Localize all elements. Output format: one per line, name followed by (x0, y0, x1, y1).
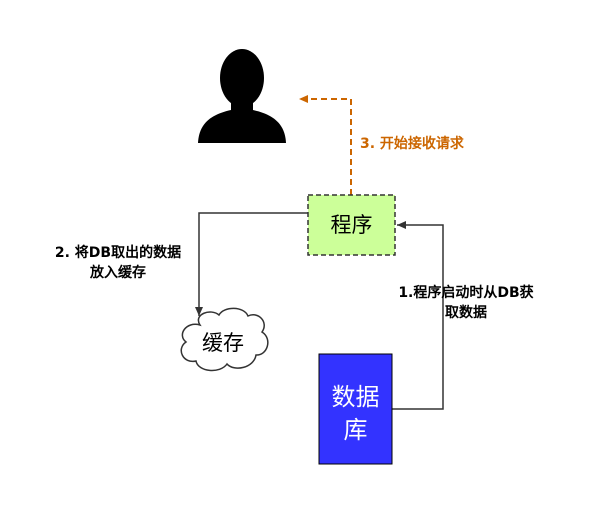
cache-node: 缓存 (180, 307, 269, 372)
edge-step2-label-line1: 2. 将DB取出的数据 (55, 244, 181, 261)
edge-step1-label-line1: 1.程序启动时从DB获 (398, 284, 533, 301)
edge-step3-label: 3. 开始接收请求 (360, 135, 465, 152)
edge-step2-label-line2: 放入缓存 (89, 264, 146, 281)
edge-step2 (195, 212, 308, 316)
edge-step3 (299, 95, 352, 195)
database-node-label-line2: 库 (344, 416, 368, 444)
cache-node-label: 缓存 (202, 331, 244, 355)
edge-step1-label-line2: 取数据 (445, 304, 487, 321)
user-silhouette-icon (198, 49, 286, 143)
database-node: 数据 库 (318, 353, 393, 465)
database-node-label-line1: 数据 (332, 383, 380, 411)
program-node: 程序 (307, 194, 396, 256)
edge-step1 (392, 221, 444, 410)
program-node-label: 程序 (331, 213, 373, 237)
